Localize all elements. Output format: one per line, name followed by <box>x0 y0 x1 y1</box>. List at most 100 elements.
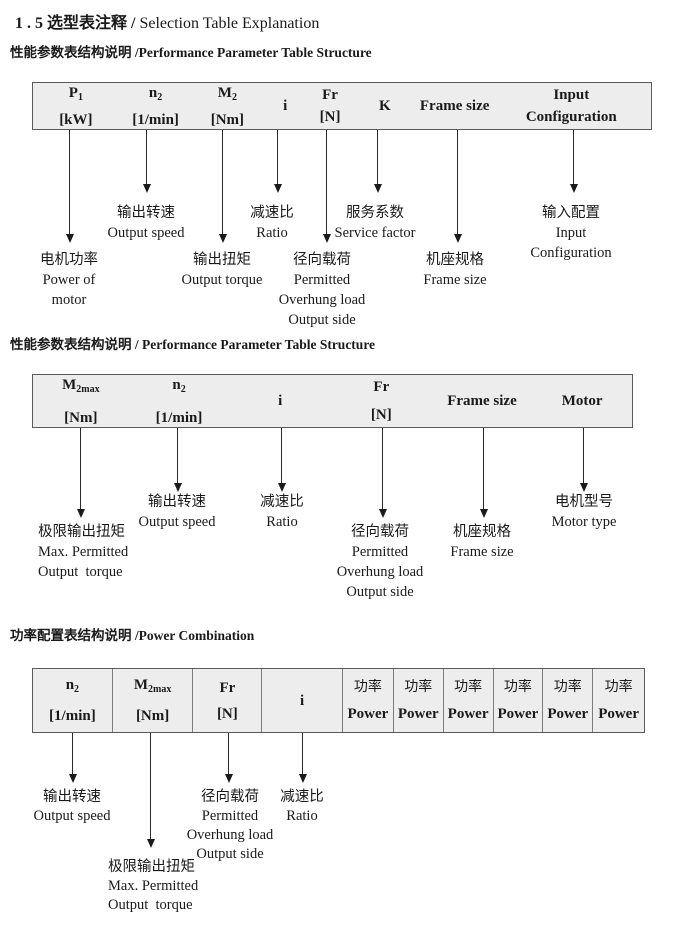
column-subscript: 2 <box>180 383 186 395</box>
column-power-6: 功率 Power <box>593 669 644 732</box>
column-unit: [Nm] <box>135 708 170 724</box>
column-symbol: n <box>172 376 181 393</box>
column-i: i <box>262 83 308 129</box>
column-symbol: 功率 <box>353 679 382 695</box>
column-symbol: 功率 <box>503 679 532 695</box>
page-title-cn: 1 . 5 选型表注释 / <box>15 15 140 32</box>
column-unit: Configuration <box>525 109 617 125</box>
section2-header-table: M2max [Nm] n2 [1/min] i Fr [N] Frame siz… <box>32 374 633 428</box>
column-power-4: 功率 Power <box>494 669 544 732</box>
column-fr: Fr [N] <box>193 669 263 732</box>
column-p1: P1 [kW] <box>33 83 119 129</box>
column-symbol: 功率 <box>553 679 582 695</box>
column-symbol: P <box>68 84 78 101</box>
column-power-3: 功率 Power <box>444 669 494 732</box>
column-power-2: 功率 Power <box>394 669 444 732</box>
arrow-m2max <box>150 733 151 840</box>
column-symbol: 功率 <box>454 679 483 695</box>
arrow-fr <box>228 733 229 775</box>
column-unit: Power <box>347 705 389 722</box>
page-title: 1 . 5 选型表注释 / Selection Table Explanatio… <box>15 9 319 33</box>
column-power-5: 功率 Power <box>543 669 594 732</box>
column-unit: [kW] <box>59 111 93 128</box>
column-frame-size: Frame size <box>432 375 533 427</box>
arrow-n2 <box>177 428 178 484</box>
column-m2: M2 [Nm] <box>192 83 262 129</box>
column-k: K <box>352 83 418 129</box>
column-symbol: i <box>278 393 283 409</box>
column-symbol: K <box>379 98 391 114</box>
arrow-fr <box>326 130 327 235</box>
section3-heading: 功率配置表结构说明 /Power Combination <box>10 628 255 643</box>
column-n2: n2 [1/min] <box>129 375 230 427</box>
column-n2: n2 [1/min] <box>119 83 193 129</box>
arrow-k <box>377 130 378 185</box>
column-symbol: 功率 <box>404 679 433 695</box>
column-i: i <box>262 669 343 732</box>
column-input-configuration: Input Configuration <box>492 83 651 129</box>
page-title-en: Selection Table Explanation <box>139 15 320 32</box>
column-symbol: M <box>133 677 149 693</box>
column-symbol: Frame size <box>419 98 490 114</box>
column-symbol: n <box>148 84 158 101</box>
column-unit: [1/min] <box>49 708 96 724</box>
column-i: i <box>229 375 331 427</box>
arrow-n2 <box>146 130 147 185</box>
column-subscript: 2 <box>231 91 237 103</box>
arrow-input-configuration <box>573 130 574 185</box>
column-symbol: M <box>217 84 232 101</box>
column-unit: Power <box>497 705 539 722</box>
column-symbol: M <box>62 376 77 393</box>
column-symbol: Fr <box>373 379 390 395</box>
column-symbol: n <box>65 677 75 693</box>
column-subscript: 1 <box>77 91 83 103</box>
column-unit: Power <box>598 705 639 722</box>
column-unit: [1/min] <box>155 409 203 426</box>
column-unit: [N] <box>370 407 392 423</box>
column-n2: n2 [1/min] <box>33 669 113 732</box>
section3-header-table: n2 [1/min] M2max [Nm] Fr [N] i 功率 Power … <box>32 668 645 733</box>
section1-heading: 性能参数表结构说明 /Performance Parameter Table S… <box>10 45 372 60</box>
column-symbol: 功率 <box>604 679 633 695</box>
column-motor: Motor <box>532 375 632 427</box>
arrow-i <box>302 733 303 775</box>
column-symbol: Motor <box>561 393 603 409</box>
arrow-frame-size <box>457 130 458 235</box>
arrow-i <box>277 130 278 185</box>
column-symbol: Fr <box>219 679 236 696</box>
section1-header-table: P1 [kW] n2 [1/min] M2 [Nm] i Fr [N] K Fr… <box>32 82 652 130</box>
arrow-frame-size <box>483 428 484 510</box>
column-power-1: 功率 Power <box>343 669 394 732</box>
column-symbol: Input <box>553 87 590 103</box>
section2-heading: 性能参数表结构说明 / Performance Parameter Table … <box>10 337 376 352</box>
column-unit: [N] <box>216 705 238 722</box>
column-subscript: 2 <box>74 684 80 695</box>
column-symbol: i <box>300 692 305 709</box>
column-unit: [Nm] <box>64 409 98 426</box>
column-m2max: M2max [Nm] <box>113 669 194 732</box>
column-m2max: M2max [Nm] <box>33 375 129 427</box>
arrow-fr <box>382 428 383 510</box>
column-unit: [N] <box>319 109 341 125</box>
column-unit: Power <box>397 705 439 722</box>
column-symbol: i <box>283 98 288 114</box>
arrow-p1 <box>69 130 70 235</box>
arrow-m2 <box>222 130 223 235</box>
column-fr: Fr [N] <box>308 83 352 129</box>
column-unit: [Nm] <box>210 111 245 128</box>
column-symbol: Fr <box>322 87 338 103</box>
column-unit: [1/min] <box>132 111 179 128</box>
